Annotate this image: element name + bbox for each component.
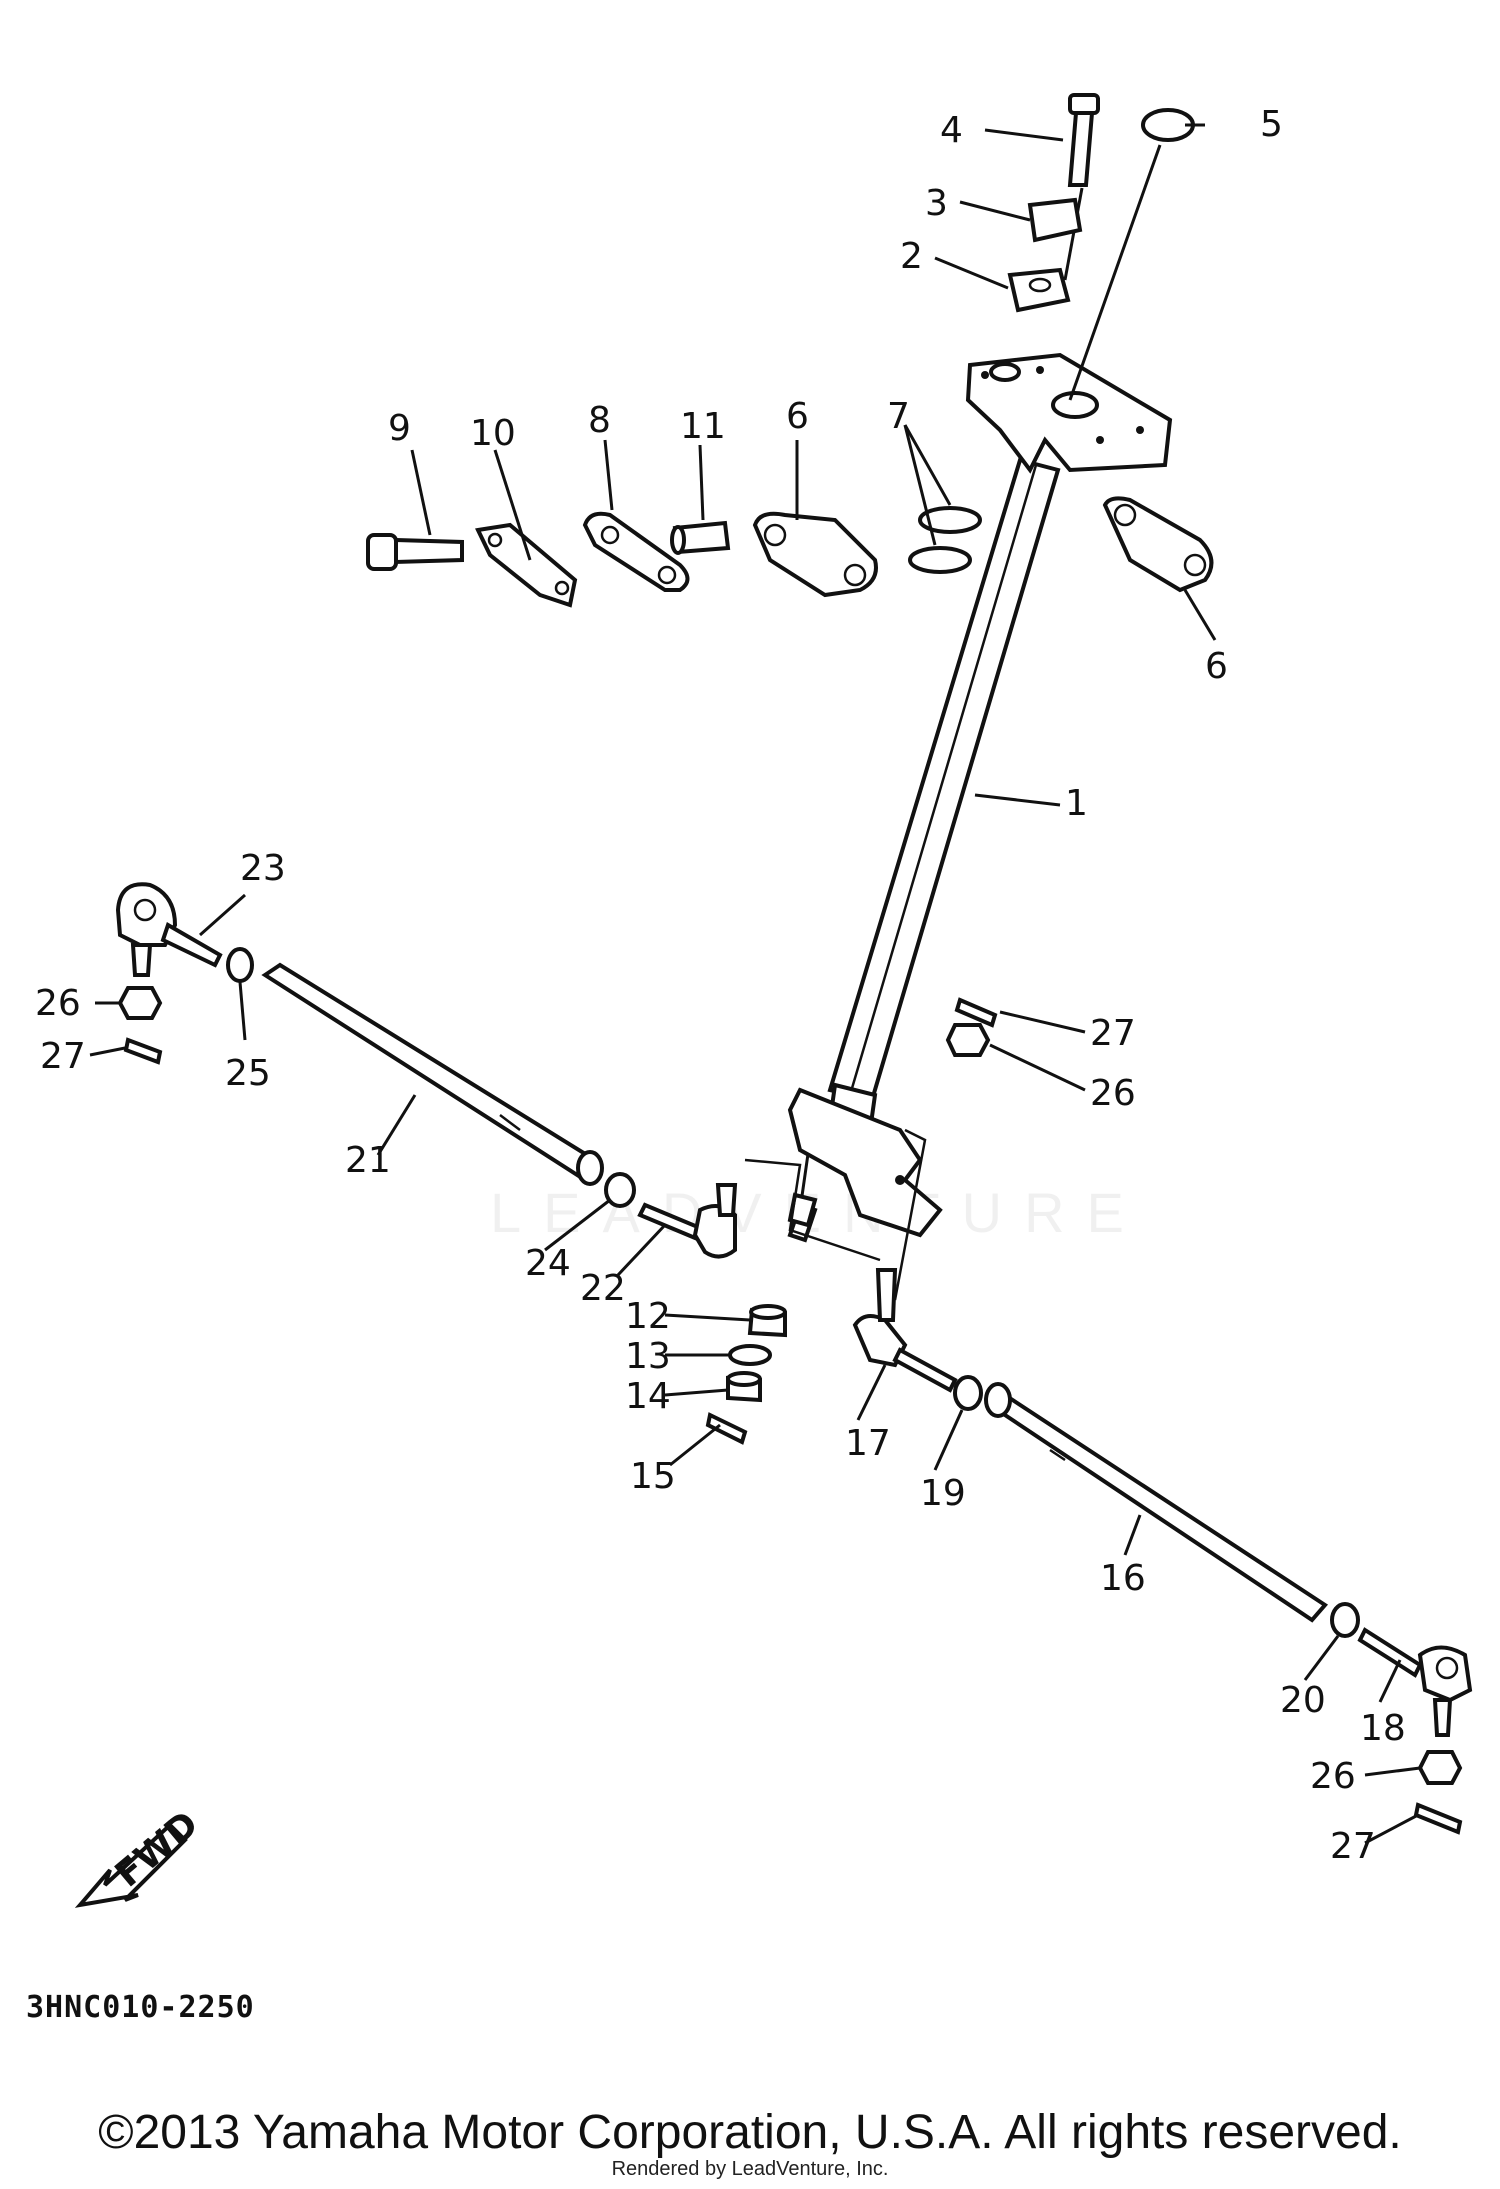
- label-19: 19: [920, 1473, 966, 1514]
- part-13-washer: [728, 1344, 772, 1366]
- label-11: 11: [680, 406, 726, 447]
- label-17: 17: [845, 1423, 891, 1464]
- part-26-nut-right: [1417, 1750, 1463, 1785]
- part-7-bushings: [908, 506, 982, 574]
- label-14: 14: [625, 1376, 671, 1417]
- part-27-pin-mid: [954, 997, 998, 1028]
- label-3: 3: [925, 183, 948, 224]
- part-12-nut: [747, 1304, 787, 1338]
- label-26-left: 26: [35, 983, 81, 1024]
- label-7: 7: [887, 396, 910, 437]
- label-23: 23: [240, 848, 286, 889]
- label-4: 4: [940, 110, 963, 151]
- right-outer-end-18: [1357, 1627, 1473, 1737]
- part-11-collar: [670, 520, 731, 555]
- label-27-right: 27: [1330, 1826, 1376, 1867]
- part-24-nut: [604, 1172, 636, 1208]
- label-27-mid: 27: [1090, 1013, 1136, 1054]
- part-25-nut: [226, 947, 254, 983]
- label-24: 24: [525, 1243, 571, 1284]
- label-15: 15: [630, 1456, 676, 1497]
- right-tie-rod: [984, 1382, 1329, 1623]
- label-1: 1: [1065, 783, 1088, 824]
- part-4-bolt: [1067, 93, 1100, 187]
- part-2-clamp-bottom: [1007, 267, 1071, 313]
- right-inner-end-17: [852, 1268, 958, 1393]
- part-6-holder-right: [1102, 496, 1214, 593]
- part-20-nut: [1330, 1602, 1360, 1638]
- label-20: 20: [1280, 1680, 1326, 1721]
- copyright-text: ©2013 Yamaha Motor Corporation, U.S.A. A…: [98, 2106, 1402, 2159]
- part-6-holder-left: [752, 511, 878, 598]
- label-26-right: 26: [1310, 1756, 1356, 1797]
- label-8: 8: [588, 400, 611, 441]
- pitman-arm: [787, 1087, 943, 1238]
- label-26-mid: 26: [1090, 1073, 1136, 1114]
- part-19-nut: [953, 1375, 983, 1411]
- label-6-top: 6: [786, 396, 809, 437]
- label-25: 25: [225, 1053, 271, 1094]
- part-3-clamp-top: [1027, 197, 1083, 243]
- label-9: 9: [388, 408, 411, 449]
- leader-lines: [89, 123, 1421, 1845]
- label-2: 2: [900, 236, 923, 277]
- label-6-right: 6: [1205, 646, 1228, 687]
- left-tie-rod: [261, 962, 604, 1186]
- part-26-nut-left: [117, 986, 163, 1020]
- label-13: 13: [625, 1336, 671, 1377]
- left-outer-end-23: [115, 882, 223, 977]
- part-27-pin-left: [123, 1037, 163, 1065]
- label-27-left: 27: [40, 1036, 86, 1077]
- label-5: 5: [1260, 104, 1283, 145]
- rendered-by-text: Rendered by LeadVenture, Inc.: [611, 2158, 889, 2180]
- label-22: 22: [580, 1268, 626, 1309]
- label-12: 12: [625, 1296, 671, 1337]
- part-26-nut-mid: [945, 1023, 991, 1057]
- fwd-arrow-icon: [74, 1822, 188, 1908]
- label-10: 10: [470, 413, 516, 454]
- left-inner-end-22: [637, 1183, 738, 1259]
- diagram-code: 3HNC010-2250: [26, 1990, 255, 2025]
- label-18: 18: [1360, 1708, 1406, 1749]
- part-10-lock-plate: [475, 522, 578, 608]
- part-14-nut: [726, 1371, 762, 1403]
- fwd-label: FWD: [108, 1804, 207, 1896]
- part-8-plate: [582, 511, 690, 592]
- upper-bracket: [965, 352, 1173, 474]
- label-21: 21: [345, 1140, 391, 1181]
- part-27-pin-right: [1413, 1802, 1463, 1835]
- part-9-bolt: [366, 533, 464, 571]
- label-16: 16: [1100, 1558, 1146, 1599]
- part-15-pin: [705, 1412, 748, 1445]
